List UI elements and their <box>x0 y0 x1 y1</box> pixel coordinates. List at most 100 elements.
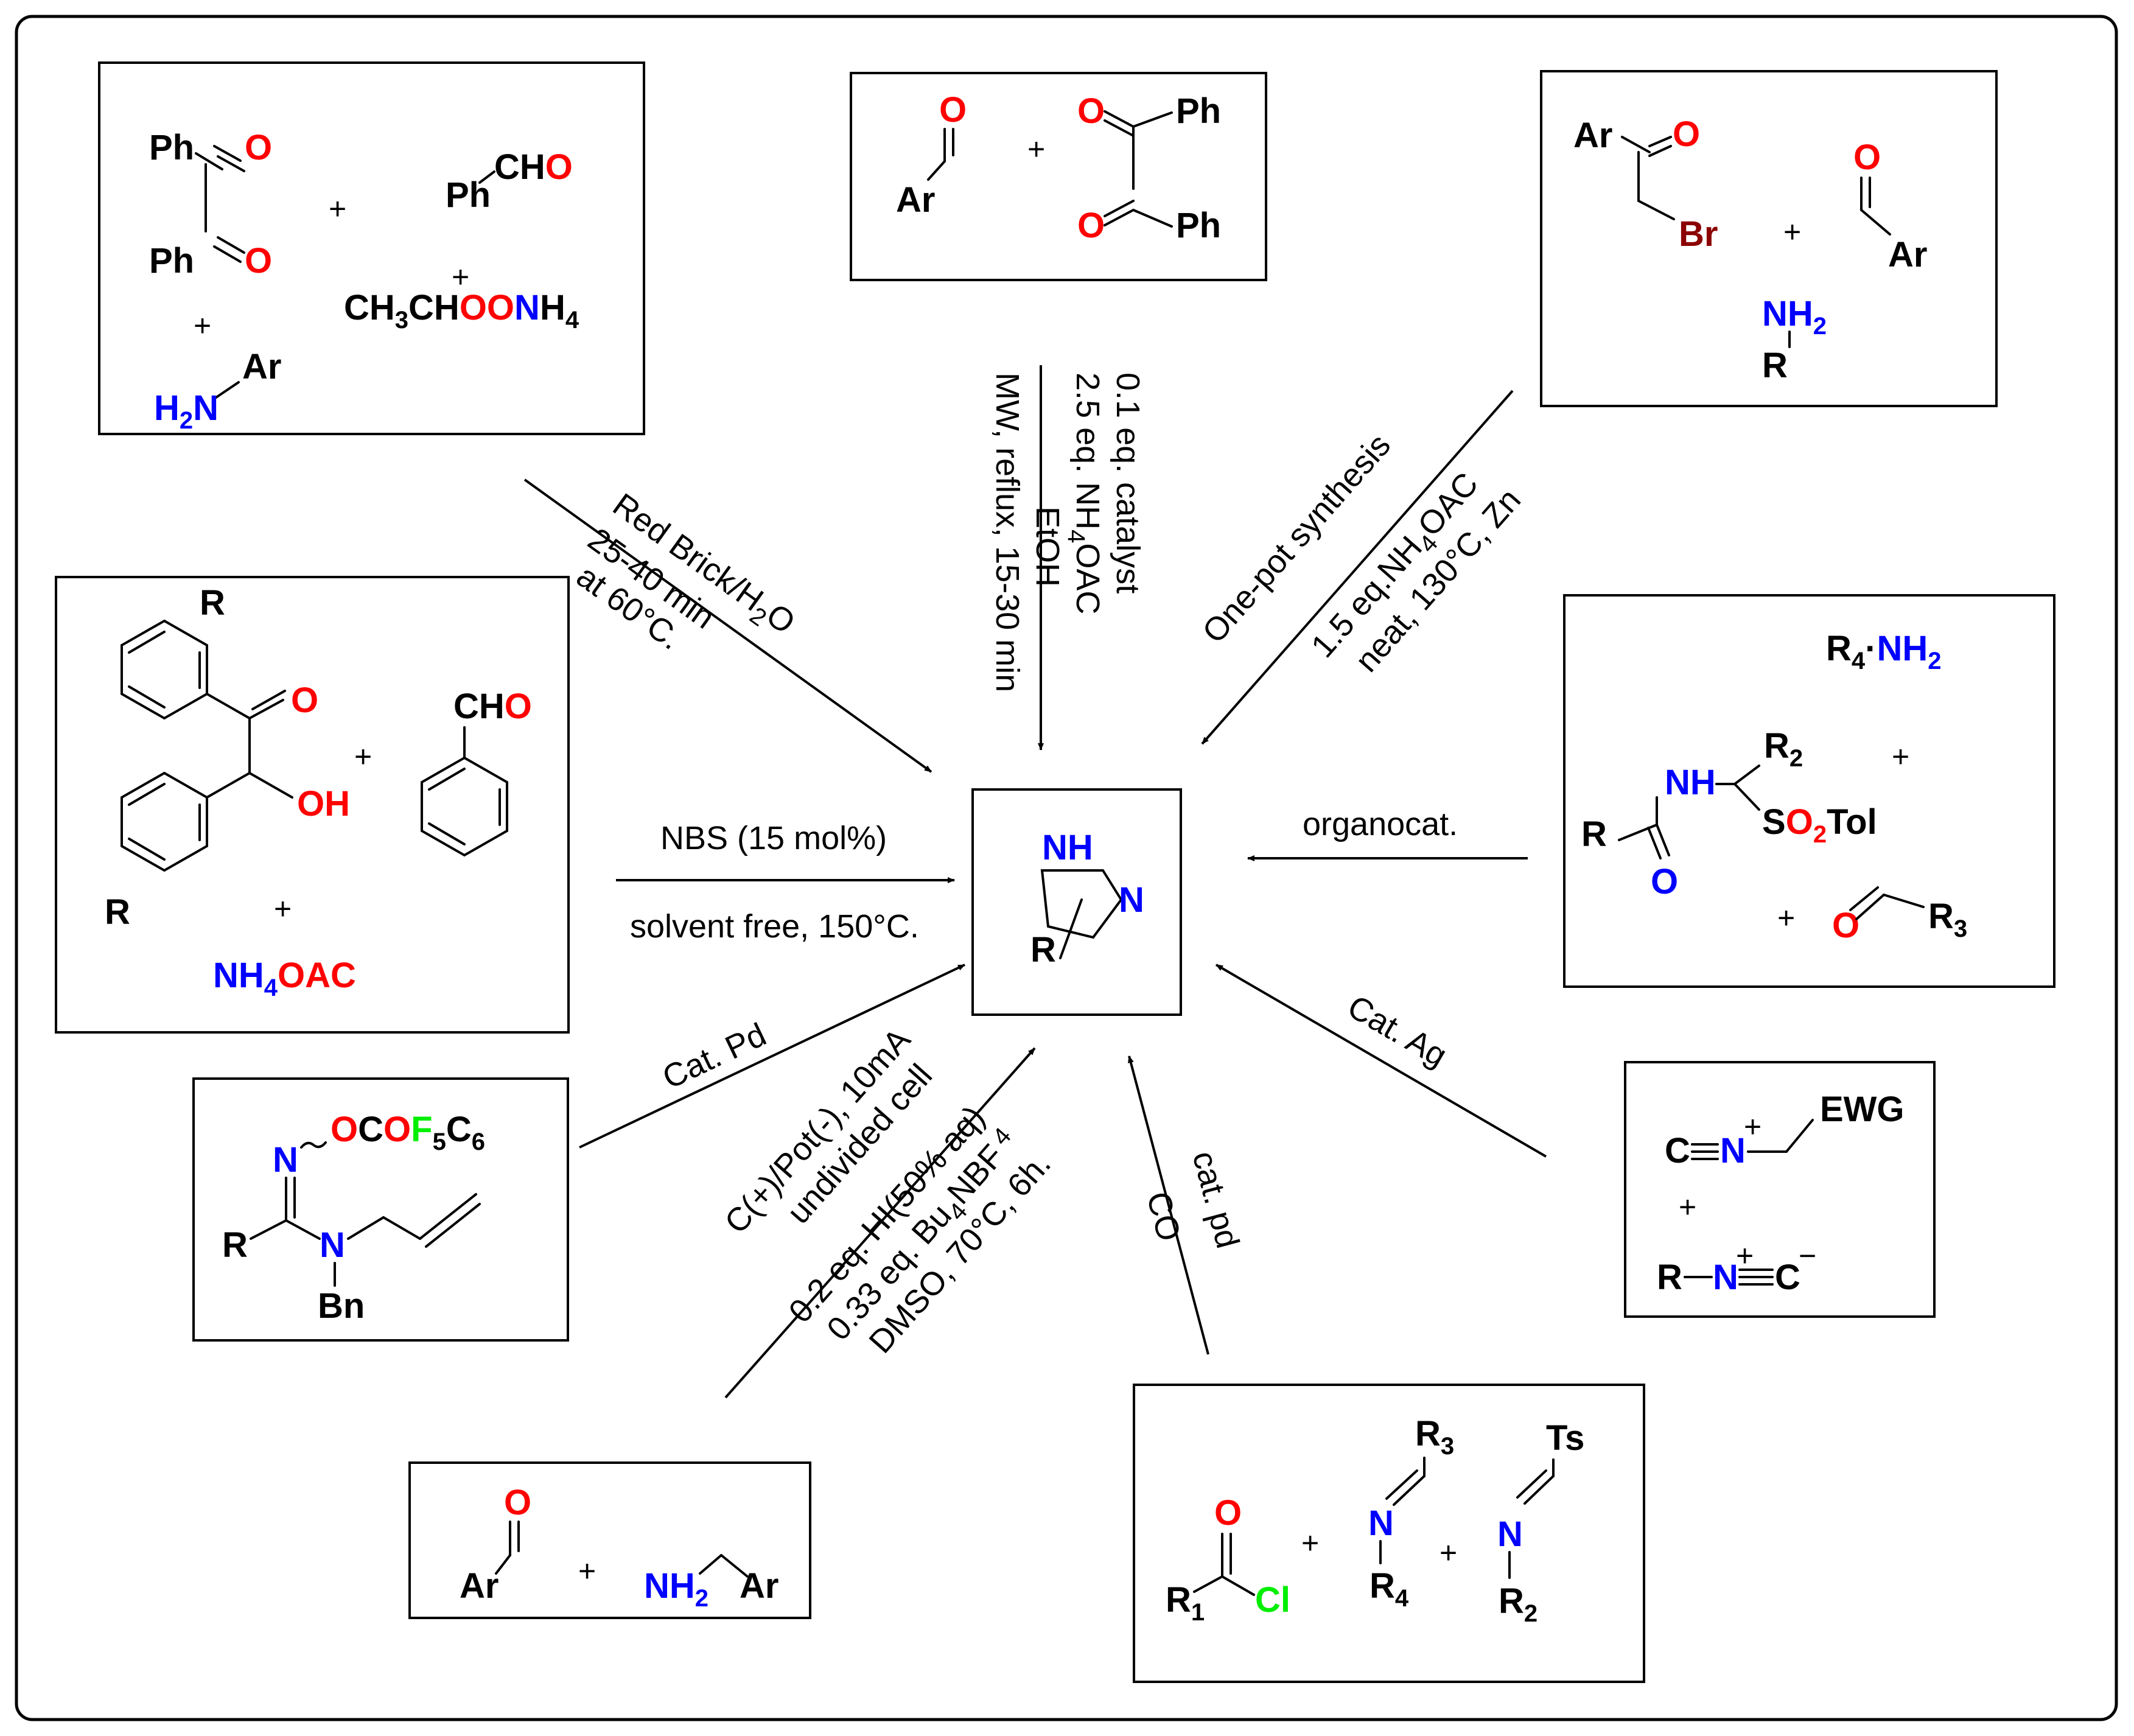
box4-nh4oac: NH4OAC <box>213 956 356 1001</box>
box5-r3: R3 <box>1928 897 1967 942</box>
box1-plus-b: + <box>194 309 211 343</box>
arrow-from-top-left <box>523 478 932 773</box>
reactant-box-3: Ar O Br + O Ar NH2 R <box>1540 70 1998 407</box>
box9-plus-b: + <box>1440 1536 1457 1570</box>
box7-c2: C <box>1775 1258 1800 1297</box>
conditions-top: 0.1 eq. catalyst 2.5 eq. NH4OAC EtOH MW,… <box>989 373 1146 692</box>
box7-r: R <box>1657 1258 1682 1297</box>
box9-r1: R1 <box>1166 1580 1205 1626</box>
box5-so2tol: SO2Tol <box>1762 802 1877 848</box>
box8-ar1: Ar <box>460 1566 499 1606</box>
box9-cl: Cl <box>1255 1580 1290 1620</box>
top-cond-line4: MW, reflux, 15-30 min <box>989 373 1026 692</box>
box5-o2: O <box>1832 906 1859 945</box>
box2-o3: O <box>1077 206 1105 245</box>
box7-n: N <box>1720 1131 1746 1171</box>
box5-r4nh2: R4·NH2 <box>1826 629 1942 674</box>
box9-ts: Ts <box>1546 1418 1584 1458</box>
box9-r3: R3 <box>1415 1414 1454 1460</box>
reactant-box-8: O Ar + NH2 Ar <box>408 1461 811 1619</box>
box9-n1: N <box>1368 1503 1394 1543</box>
box2-o1: O <box>939 90 967 130</box>
left-cond-above: NBS (15 mol%) <box>660 820 887 856</box>
bottom-right-cond-line1: cat. pd <box>1185 1147 1246 1252</box>
box3-ar1: Ar <box>1573 116 1612 155</box>
box4-o: O <box>291 681 318 720</box>
box2-plus: + <box>1027 132 1045 166</box>
box6-n: N <box>273 1140 298 1180</box>
box1-ph-c: Ph <box>446 175 491 215</box>
box8-o: O <box>504 1483 531 1522</box>
box4-oh: OH <box>297 784 350 824</box>
product-imidazole: NH N R <box>971 788 1182 1016</box>
box9-plus-a: + <box>1301 1526 1319 1560</box>
top-cond-line3: EtOH <box>1029 506 1066 587</box>
box9-n2: N <box>1497 1514 1523 1554</box>
box1-ph-a: Ph <box>149 128 194 167</box>
reactant-box-6: N OCOF5C6 R N Bn <box>192 1077 569 1342</box>
box3-br: Br <box>1679 214 1718 254</box>
box2-ph2: Ph <box>1176 206 1221 245</box>
reactant-box-4: R O OH R + + CHO NH4OAC <box>55 576 570 1034</box>
product-box <box>971 788 1182 1016</box>
reactant-box-5: R4·NH2 R2 + NH SO2Tol R O + O R3 <box>1563 594 2055 988</box>
box1-ar: Ar <box>242 347 281 387</box>
box7-c2-charge: − <box>1799 1239 1816 1273</box>
box3-o2: O <box>1853 138 1881 177</box>
lower-right-cond-above: Cat. Ag <box>1342 989 1453 1074</box>
box9-r2: R2 <box>1499 1581 1538 1627</box>
box3-ar2: Ar <box>1888 235 1927 275</box>
box3-o1: O <box>1673 114 1700 154</box>
box5-plus-b: + <box>1777 901 1795 935</box>
box6-n2: N <box>320 1225 345 1265</box>
imidazole-ring <box>1040 869 1123 939</box>
left-cond-below: solvent free, 150°C. <box>630 908 919 945</box>
box5-plus-a: + <box>1892 740 1909 774</box>
arrow-from-top-right <box>1201 390 1514 745</box>
box2-ar: Ar <box>896 180 935 220</box>
box4-r2: R <box>105 892 130 932</box>
box1-ammonium-reagent: CH3CHOONH4 <box>344 288 579 334</box>
top-cond-line1: 0.1 eq. catalyst <box>1110 373 1146 593</box>
top-cond-line2: 2.5 eq. NH4OAC <box>1063 373 1106 614</box>
box2-o2: O <box>1077 91 1105 131</box>
box9-o: O <box>1214 1493 1242 1533</box>
box4-plus-a: + <box>354 740 372 774</box>
box7-n2: N <box>1713 1258 1738 1297</box>
reactant-box-1: Ph O Ph O + + + Ph CHO CH3CHOONH4 Ar H2N <box>98 61 645 435</box>
r-bond <box>1059 898 1083 959</box>
box5-nh: NH <box>1665 763 1716 802</box>
box1-plus-c: + <box>452 260 469 294</box>
conditions-bottom-right: cat. pd CO <box>1139 1147 1246 1252</box>
conditions-bottom-left: C(+)/Pot(-), 10mA undivided cell 0.2 eq.… <box>718 1021 1058 1360</box>
box1-o-a: O <box>245 128 272 167</box>
box1-ph-b: Ph <box>149 241 194 281</box>
box7-n-charge: + <box>1744 1110 1761 1144</box>
box7-ewg: EWG <box>1820 1090 1905 1129</box>
box7-n2-charge: + <box>1736 1239 1754 1273</box>
box1-plus-a: + <box>329 192 346 226</box>
arrow-from-bottom-right <box>1127 1055 1209 1355</box>
product-nh: NH <box>1042 828 1093 867</box>
conditions-top-left: Red Brick/H2O 25-40 min at 60°C. <box>570 486 802 657</box>
box3-nh2: NH2 <box>1762 294 1827 340</box>
box5-o1: O <box>1651 862 1678 901</box>
box7-c: C <box>1665 1131 1690 1171</box>
arrow-from-lower-left <box>579 964 965 1149</box>
outer-frame <box>15 15 2118 1721</box>
box8-plus: + <box>578 1554 596 1588</box>
box6-bn: Bn <box>318 1286 365 1326</box>
conditions-top-right: One-pot synthesis 1.5 eq.NH4OAC neat, 13… <box>1195 427 1528 679</box>
box4-cho: CHO <box>453 687 532 726</box>
arrow-from-lower-right <box>1215 964 1547 1158</box>
reactant-box-2: O Ar + O Ph O Ph <box>850 72 1267 281</box>
product-r: R <box>1030 930 1056 970</box>
right-cond-above: organocat. <box>1303 806 1458 842</box>
box1-cho: CHO <box>494 147 573 187</box>
box1-o-b: O <box>245 241 272 281</box>
box4-r1: R <box>200 583 225 623</box>
box5-r2: R2 <box>1764 726 1803 772</box>
box9-r4: R4 <box>1370 1566 1409 1612</box>
box1-h2n: H2N <box>154 388 219 434</box>
